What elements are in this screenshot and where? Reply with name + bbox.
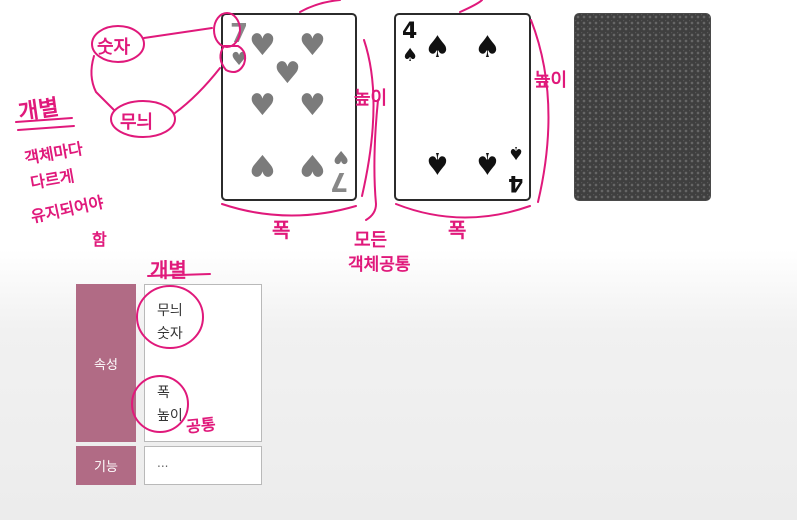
connector-stroke xyxy=(365,99,379,221)
annotation-height-2: 높이 xyxy=(534,70,568,91)
attribute-number: 숫자 xyxy=(157,326,183,342)
annotation-note-line4: 함 xyxy=(92,230,107,249)
card-rank-circle xyxy=(213,12,241,48)
connector-stroke xyxy=(90,55,115,111)
annotation-height-1: 높이 xyxy=(354,88,388,109)
arrow-to-suit xyxy=(174,67,221,114)
annotation-number: 숫자 xyxy=(97,37,131,58)
card-suit-circle xyxy=(219,45,247,73)
annotation-suit: 무늬 xyxy=(120,112,154,133)
table-suit-number-circle xyxy=(136,285,204,349)
underline-stroke xyxy=(15,117,73,123)
function-cell: ... xyxy=(144,446,262,485)
annotation-individual: 개별 xyxy=(16,95,61,126)
suit-label-circle xyxy=(110,100,176,138)
annotation-table-common: 공통 xyxy=(185,414,217,437)
annotation-width-2: 폭 xyxy=(448,218,467,242)
table-underline-stroke xyxy=(147,273,211,277)
spade-icon: ♠ xyxy=(474,30,501,65)
arrow-to-rank xyxy=(143,27,213,39)
width-bracket xyxy=(395,203,531,219)
number-label-circle xyxy=(91,25,145,63)
heart-icon: ♥ xyxy=(274,56,301,91)
spade-icon: ♠ xyxy=(424,30,451,65)
width-bracket xyxy=(221,203,357,217)
face-down-card xyxy=(574,13,711,201)
annotation-common-to-objects: 객체공통 xyxy=(348,255,411,275)
heart-icon: ♥ xyxy=(299,88,326,123)
heart-icon: ♥ xyxy=(299,28,326,63)
attribute-suit: 무늬 xyxy=(157,303,183,319)
table-width-height-circle xyxy=(131,375,189,433)
top-edge-stroke xyxy=(299,0,341,13)
top-edge-stroke xyxy=(459,0,483,13)
attribute-header: 속성 xyxy=(76,284,136,442)
card-rank: 4 xyxy=(402,19,418,44)
annotation-width-1: 폭 xyxy=(272,218,291,242)
underline-stroke xyxy=(17,125,75,131)
heart-icon: ♥ xyxy=(249,28,276,63)
seven-of-hearts-card: 7 ♥ ♥ ♥ ♥ ♥ ♥ ♥ ♥ ♥ 7 xyxy=(221,13,357,201)
attribute-width: 폭 xyxy=(157,385,170,401)
attribute-height: 높이 xyxy=(157,408,183,424)
height-bracket xyxy=(361,39,375,197)
spade-icon: ♠ xyxy=(402,45,419,66)
annotation-all-objects: 모든 xyxy=(354,230,388,251)
function-header: 기능 xyxy=(76,446,136,485)
annotation-table-individual: 개별 xyxy=(150,258,187,282)
four-of-spades-card: 4 ♠ ♠ ♠ ♠ ♠ ♠ 4 xyxy=(394,13,531,201)
heart-icon: ♥ xyxy=(249,88,276,123)
height-bracket xyxy=(530,19,550,203)
function-placeholder: ... xyxy=(157,456,169,470)
